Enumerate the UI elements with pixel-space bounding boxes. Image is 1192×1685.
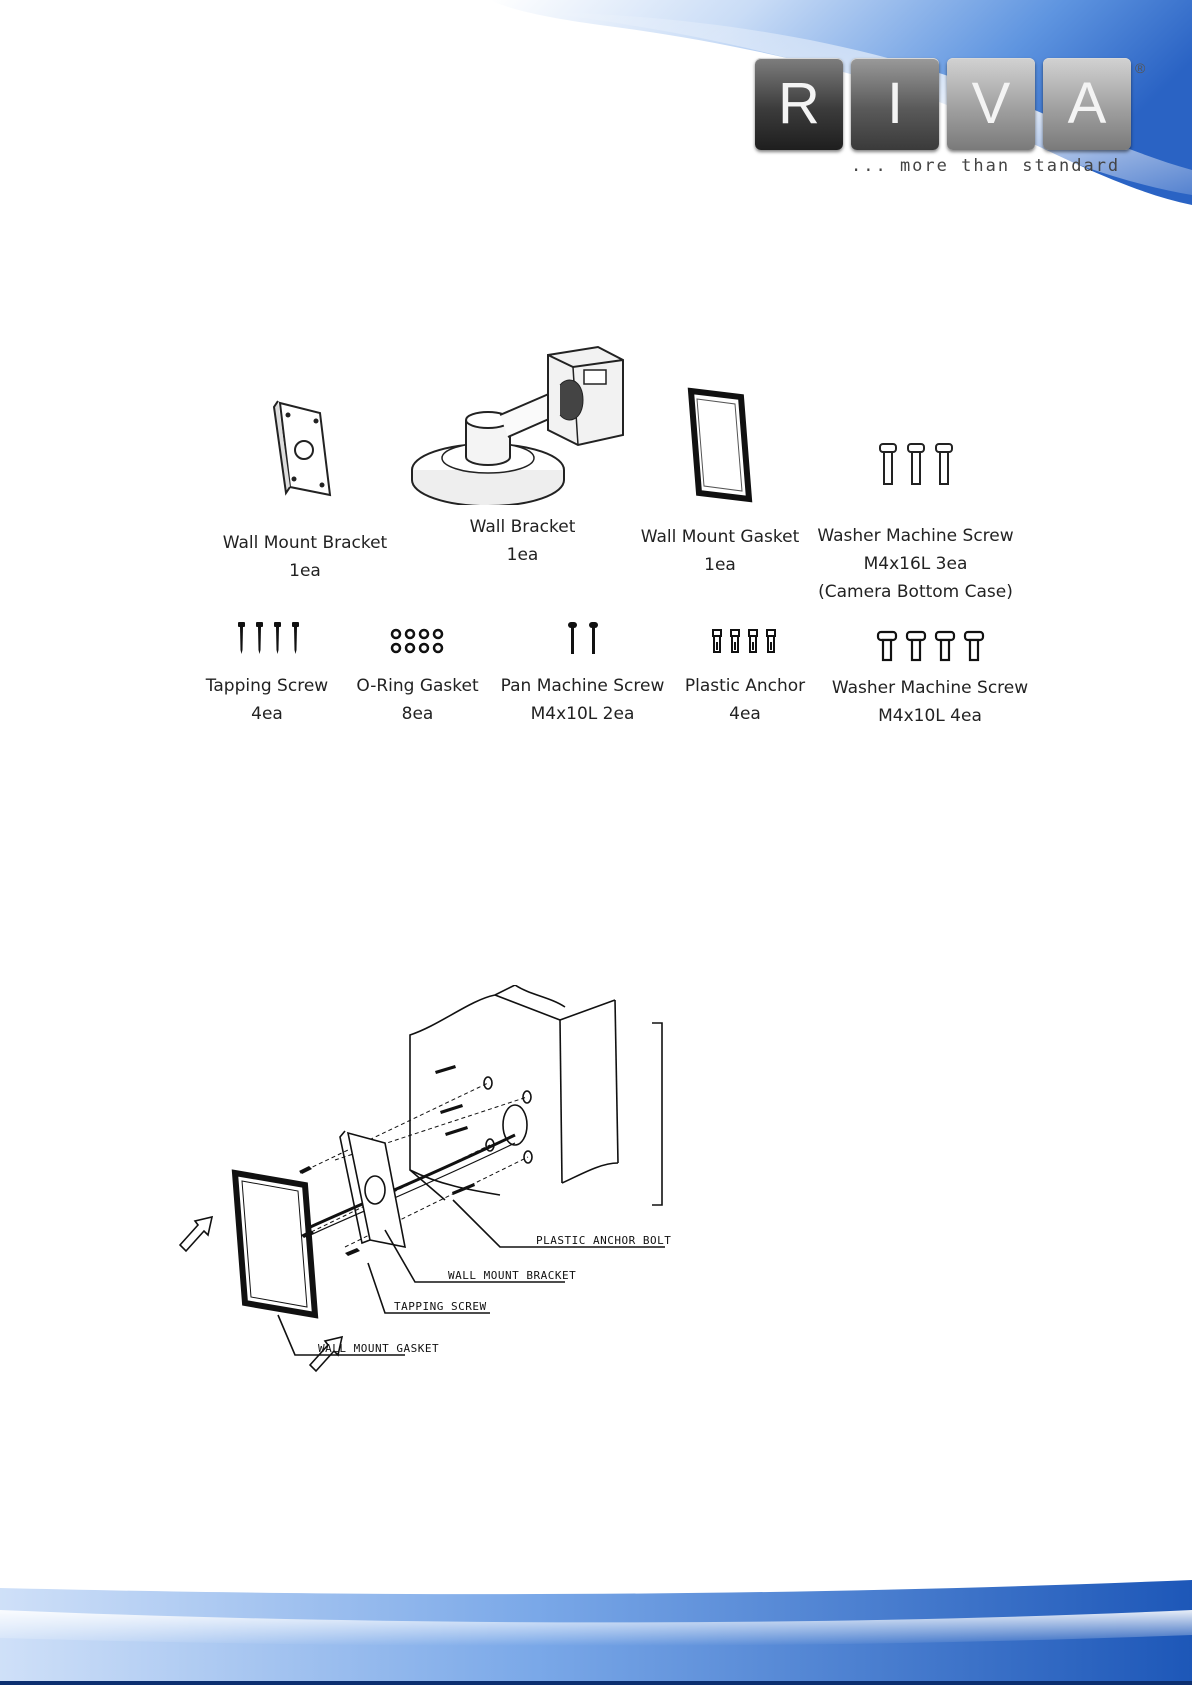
riva-logo: R I V A ® ... more than standard bbox=[755, 58, 1145, 178]
logo-letter-i: I bbox=[851, 58, 939, 150]
logo-tagline: ... more than standard bbox=[851, 156, 1121, 176]
logo-letter-v: V bbox=[947, 58, 1035, 150]
part-qty: M4x16L 3ea bbox=[863, 554, 968, 574]
part-name: Plastic Anchor bbox=[684, 676, 806, 696]
part-tapping-screw: Tapping Screw 4ea bbox=[192, 622, 342, 728]
part-qty: 1ea bbox=[289, 561, 321, 581]
part-qty: 8ea bbox=[401, 704, 434, 724]
part-name: Wall Mount Bracket bbox=[222, 533, 388, 553]
washer-screw-icon bbox=[876, 630, 985, 662]
header-swoosh bbox=[490, 0, 1192, 205]
part-washer-machine-screw-10: Washer Machine Screw M4x10L 4ea bbox=[820, 630, 1040, 730]
registered-mark: ® bbox=[1135, 60, 1146, 76]
assembly-drawing bbox=[178, 984, 665, 1373]
part-o-ring-gasket: O-Ring Gasket 8ea bbox=[350, 628, 485, 728]
part-name: Washer Machine Screw bbox=[817, 526, 1014, 546]
label-wall-mount-gasket: WALL MOUNT GASKET bbox=[318, 1342, 440, 1355]
part-name: Pan Machine Screw bbox=[500, 676, 665, 696]
part-plastic-anchor: Plastic Anchor 4ea bbox=[675, 628, 815, 728]
tapping-screw-icon bbox=[238, 622, 299, 654]
label-plastic-anchor-bolt: PLASTIC ANCHOR BOLT bbox=[536, 1234, 672, 1247]
pan-screw-icon bbox=[567, 622, 598, 654]
label-wall-mount-bracket: WALL MOUNT BRACKET bbox=[448, 1269, 577, 1282]
screw-icon bbox=[878, 443, 953, 485]
gasket-icon bbox=[687, 387, 753, 503]
wall-bracket-icon bbox=[410, 345, 624, 505]
part-name: Washer Machine Screw bbox=[831, 678, 1029, 698]
part-qty: 1ea bbox=[506, 545, 539, 565]
wall-mount-bracket-icon bbox=[272, 400, 332, 497]
assembly-diagram: PLASTIC ANCHOR BOLT WALL MOUNT BRACKET T… bbox=[170, 984, 690, 1380]
part-wall-bracket: Wall Bracket 1ea bbox=[400, 345, 645, 569]
part-qty: M4x10L 4ea bbox=[878, 706, 982, 726]
part-name: O-Ring Gasket bbox=[356, 676, 479, 696]
label-tapping-screw: TAPPING SCREW bbox=[394, 1300, 487, 1313]
part-name: Wall Bracket bbox=[469, 517, 576, 537]
part-washer-machine-screw-16: Washer Machine Screw M4x16L 3ea (Camera … bbox=[808, 442, 1023, 606]
part-wall-mount-gasket: Wall Mount Gasket 1ea bbox=[635, 387, 805, 579]
part-note: (Camera Bottom Case) bbox=[818, 582, 1013, 602]
part-qty: 4ea bbox=[251, 704, 283, 724]
footer-swoosh bbox=[0, 1580, 1192, 1685]
part-qty: 4ea bbox=[729, 704, 761, 724]
logo-letter-r: R bbox=[755, 58, 843, 150]
part-name: Wall Mount Gasket bbox=[640, 527, 800, 547]
part-pan-machine-screw: Pan Machine Screw M4x10L 2ea bbox=[490, 622, 675, 728]
part-qty: M4x10L 2ea bbox=[530, 704, 635, 724]
logo-letter-a: A bbox=[1043, 58, 1131, 150]
anchor-icon bbox=[712, 629, 776, 653]
o-ring-icon bbox=[390, 628, 443, 654]
part-wall-mount-bracket: Wall Mount Bracket 1ea bbox=[200, 395, 410, 585]
part-qty: 1ea bbox=[704, 555, 736, 575]
part-name: Tapping Screw bbox=[205, 676, 329, 696]
